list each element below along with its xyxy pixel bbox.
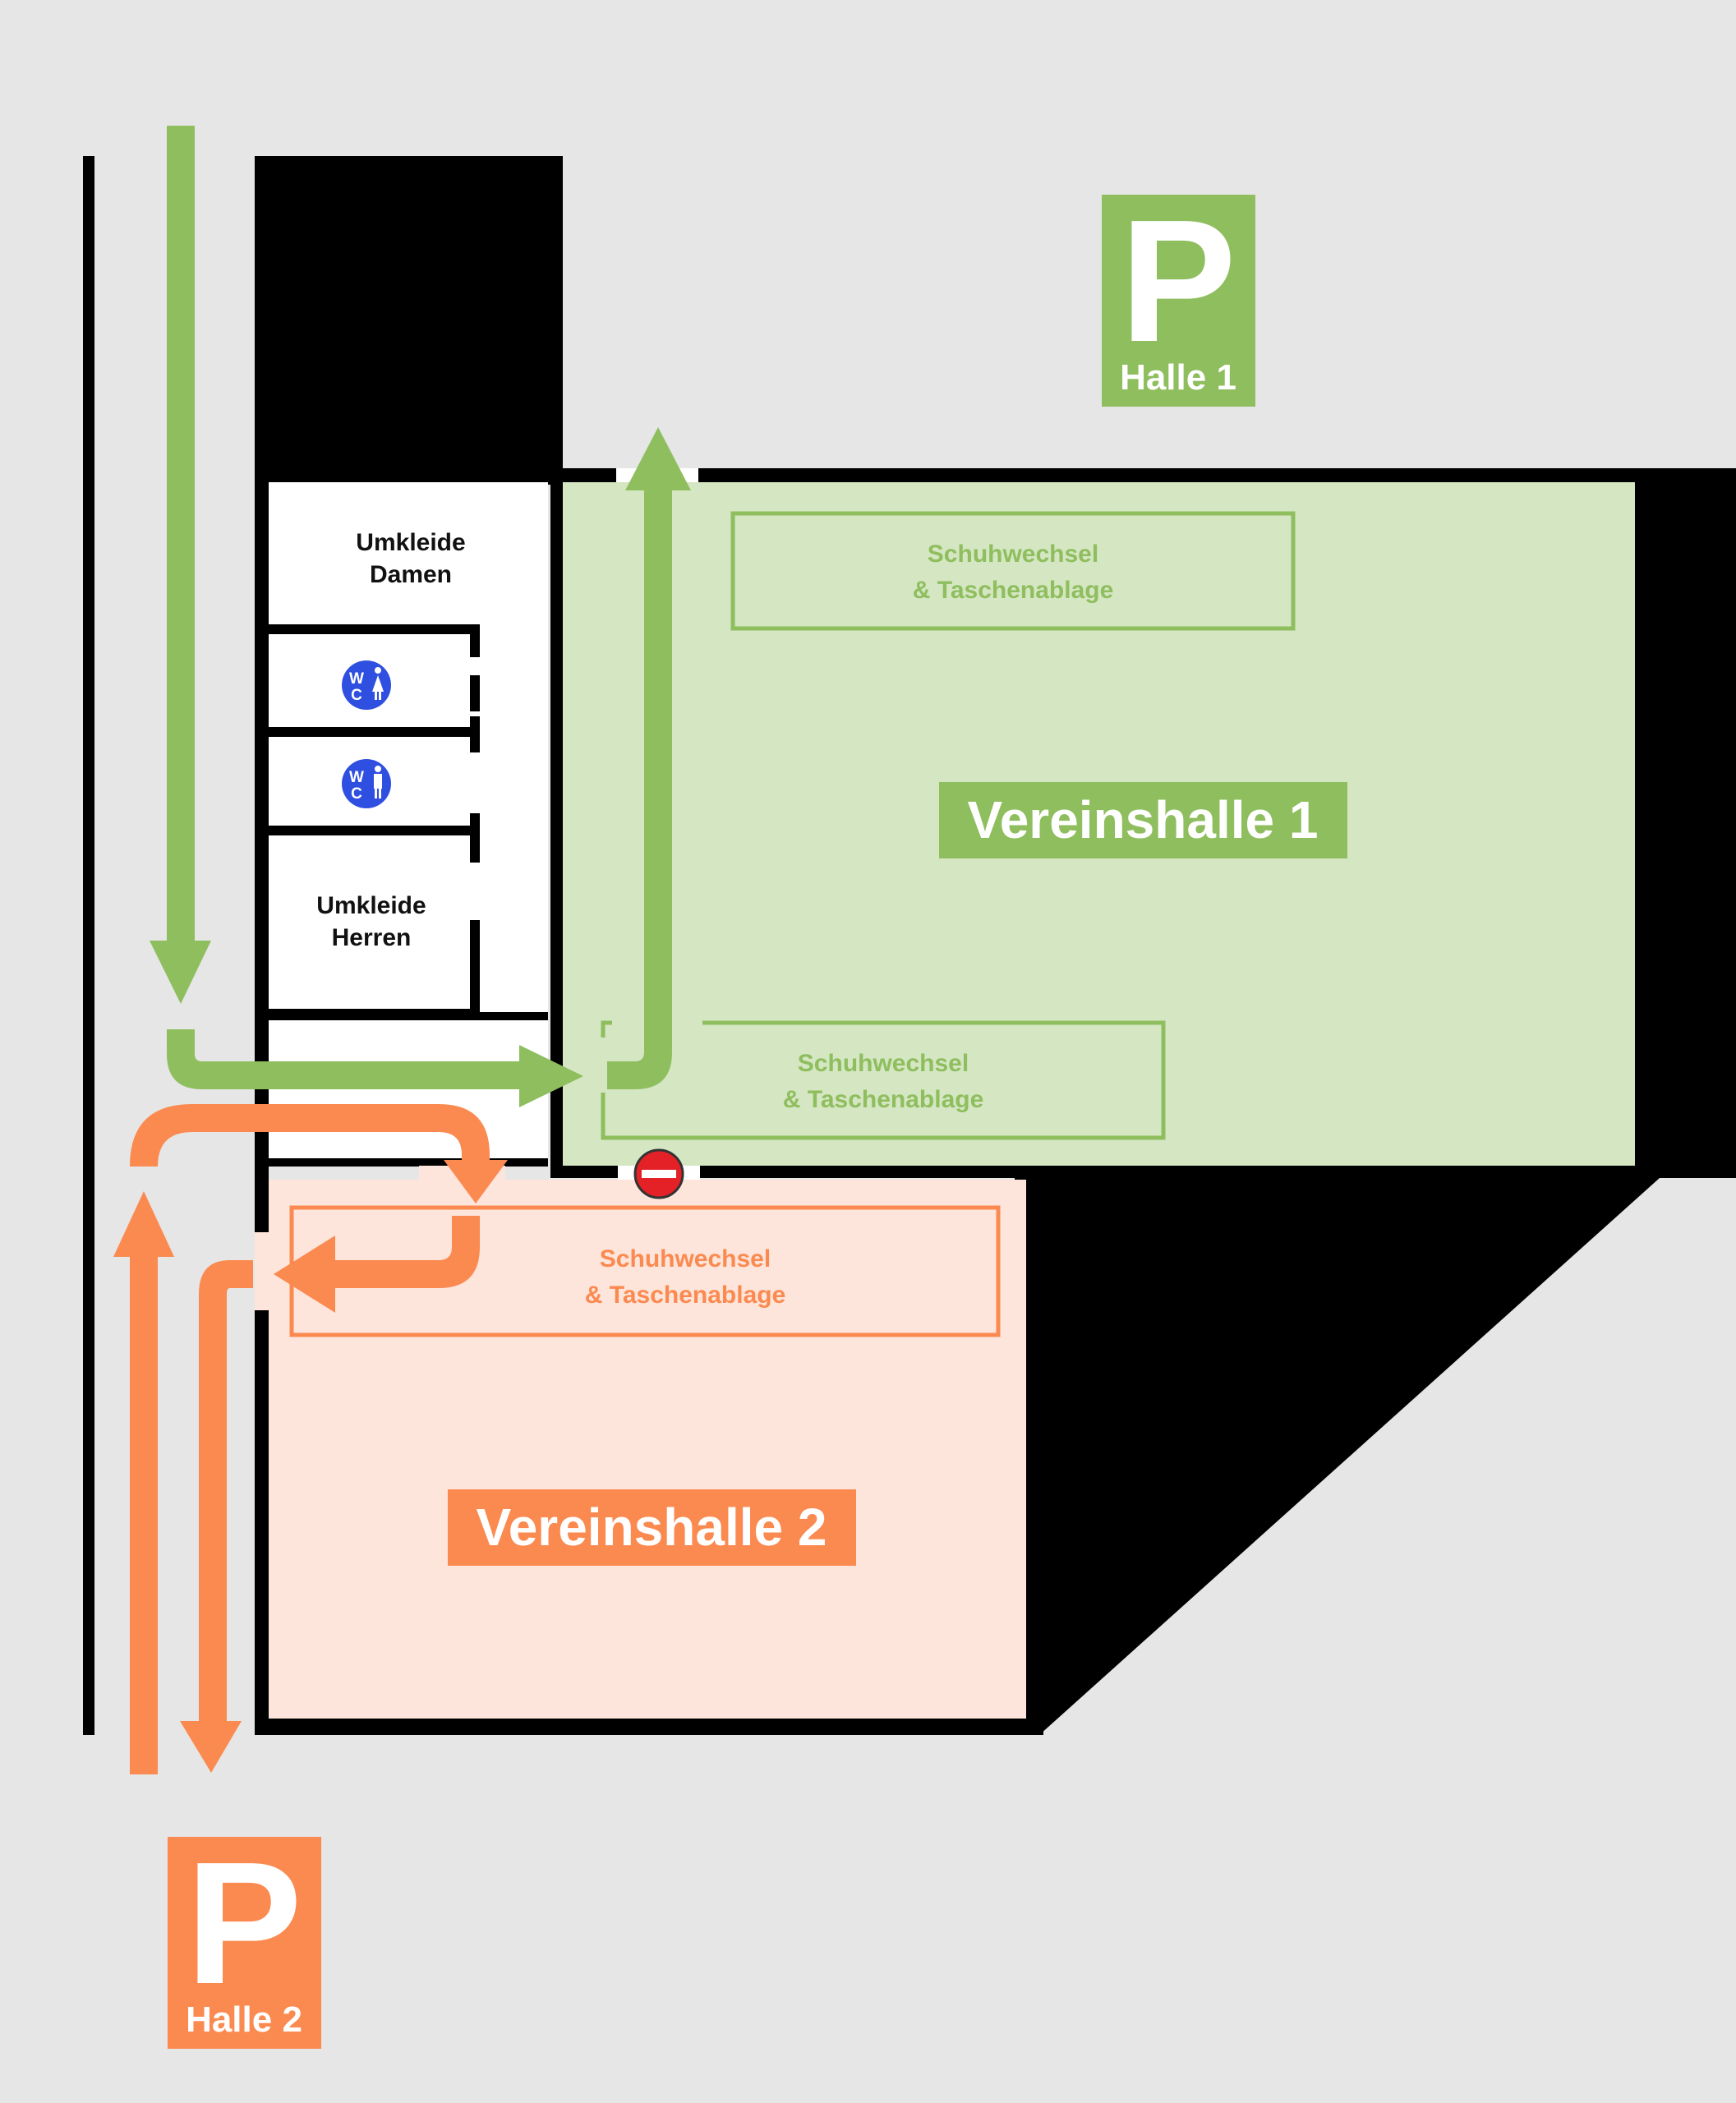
wc-icon: W C [342,759,391,808]
svg-text:C: C [351,785,362,803]
wc-icon: W C [342,660,391,710]
umkleide-damen-line1: Umkleide [356,529,465,556]
route-halle2-arrows [113,1104,508,1774]
building-wall-south [255,1719,1043,1735]
parking-sign-halle2: P Halle 2 [168,1825,321,2049]
svg-text:W: W [349,670,364,688]
parking-halle2-label: Halle 2 [186,1999,302,2040]
hall1-zone-top-line1: Schuhwechsel [928,541,1098,568]
no-entry-icon [633,1148,684,1199]
changing-block [269,482,548,1166]
hall1-zone-top-line2: & Taschenablage [913,577,1114,604]
umkleide-herren-line1: Umkleide [316,892,426,919]
svg-text:C: C [351,687,362,704]
hall1-zone-top [730,511,1296,631]
hall1-zone-bottom-line2: & Taschenablage [783,1086,984,1113]
changing-room-walls [269,624,548,1167]
hall1-zone-bottom [601,1020,1166,1140]
umkleide-damen-line2: Damen [370,561,452,588]
building-wall-west [255,468,269,1735]
parking-sign-halle1: P Halle 1 [1102,183,1255,407]
route-halle1-arrows [150,126,691,1107]
hall2-west-door [255,1232,269,1310]
hall1-title-box [939,782,1347,858]
building-wedge-southeast [1015,1171,1668,1735]
parking-sign-icon: P [186,1825,302,2020]
hall2-zone-line1: Schuhwechsel [600,1245,771,1272]
building-wing-north [255,156,563,485]
parking-sign-icon: P [1120,183,1236,378]
svg-text:W: W [349,769,364,786]
umkleide-herren-line2: Herren [332,924,412,951]
hall1-title: Vereinshalle 1 [968,790,1319,849]
parking-halle1-label: Halle 1 [1120,357,1236,398]
hall2-zone-line2: & Taschenablage [585,1282,786,1309]
hall2-title: Vereinshalle 2 [477,1498,827,1557]
outer-wall-left [83,156,94,1735]
hall2-title-box [448,1489,856,1566]
hall1-zone-bottom-line1: Schuhwechsel [798,1050,969,1077]
